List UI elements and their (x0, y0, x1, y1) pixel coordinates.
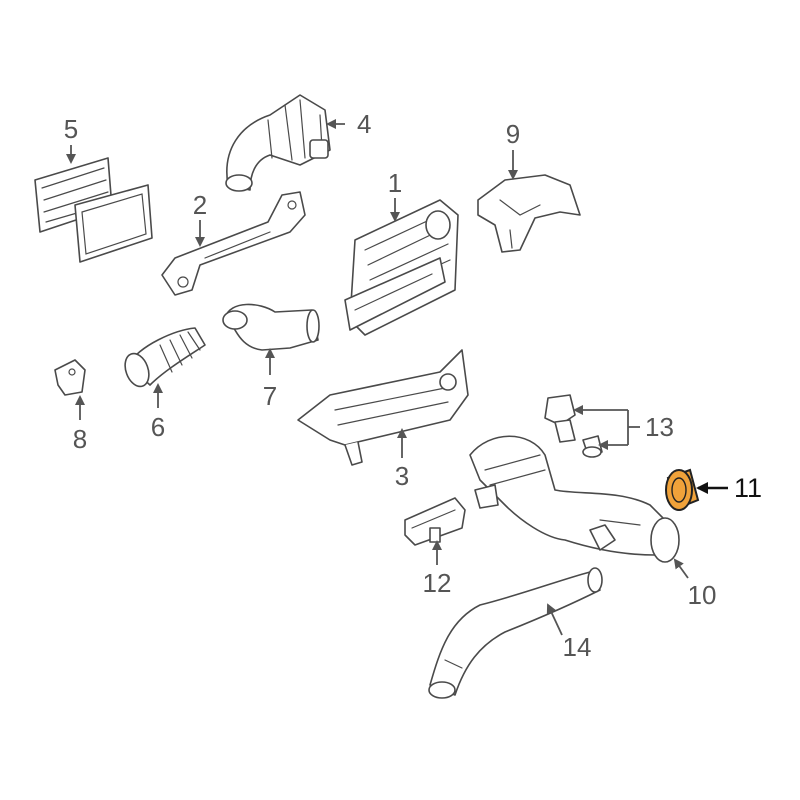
part-6-hose[interactable] (121, 327, 206, 390)
callout-7: 7 (263, 381, 277, 411)
part-14-pipe[interactable] (428, 567, 603, 699)
part-3-lower-housing[interactable] (297, 349, 469, 466)
part-11-seal-ring[interactable] (665, 468, 700, 511)
part-12-maf-sensor[interactable] (404, 497, 466, 546)
part-4-intake-elbow[interactable] (225, 94, 331, 192)
part-2-bracket[interactable] (161, 191, 306, 296)
part-7-duct[interactable] (222, 303, 320, 351)
callout-11: 11 (734, 473, 762, 503)
part-1-air-box[interactable] (344, 199, 459, 336)
callout-6: 6 (151, 412, 165, 442)
callout-12: 12 (423, 568, 452, 598)
callout-9: 9 (506, 119, 520, 149)
callout-8: 8 (73, 424, 87, 454)
part-9-cover[interactable] (477, 174, 581, 253)
callout-3: 3 (395, 461, 409, 491)
part-10-intake-duct[interactable] (469, 435, 680, 563)
callout-10: 10 (688, 580, 717, 610)
part-13-fittings[interactable] (544, 394, 603, 458)
part-8-sensor[interactable] (54, 359, 86, 396)
callout-5: 5 (64, 114, 78, 144)
callout-1: 1 (388, 168, 402, 198)
leader-10 (673, 558, 689, 579)
callout-14: 14 (563, 632, 592, 662)
callout-2: 2 (193, 190, 207, 220)
leader-14 (546, 603, 563, 636)
part-5-air-filter[interactable] (34, 157, 153, 263)
callout-13: 13 (645, 412, 674, 442)
callout-4: 4 (357, 109, 371, 139)
